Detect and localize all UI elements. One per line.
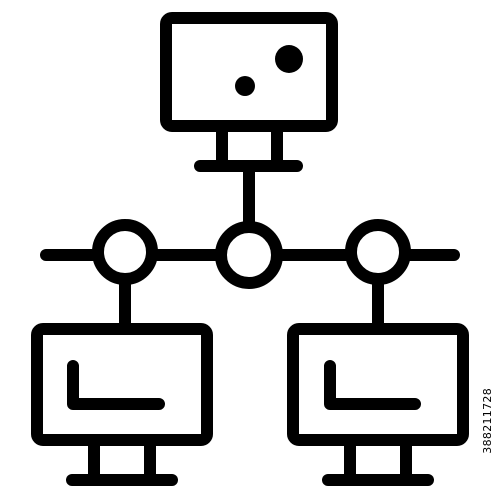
center-node xyxy=(215,221,283,289)
bottom-right-monitor-screen xyxy=(287,323,469,446)
bottom-right-monitor xyxy=(287,323,469,486)
bottom-left-monitor xyxy=(31,323,213,486)
bottom-left-monitor-screen xyxy=(31,323,213,446)
bottom-right-monitor-glyph xyxy=(324,360,421,410)
left-node xyxy=(92,219,158,285)
right-node xyxy=(345,219,411,285)
top-monitor-screen xyxy=(160,12,338,132)
top-monitor-large-dot xyxy=(275,45,303,73)
top-monitor xyxy=(160,12,338,172)
stock-id-text: 388211728 xyxy=(481,388,494,454)
top-monitor-small-dot xyxy=(235,76,255,96)
bottom-left-monitor-glyph xyxy=(67,360,165,410)
